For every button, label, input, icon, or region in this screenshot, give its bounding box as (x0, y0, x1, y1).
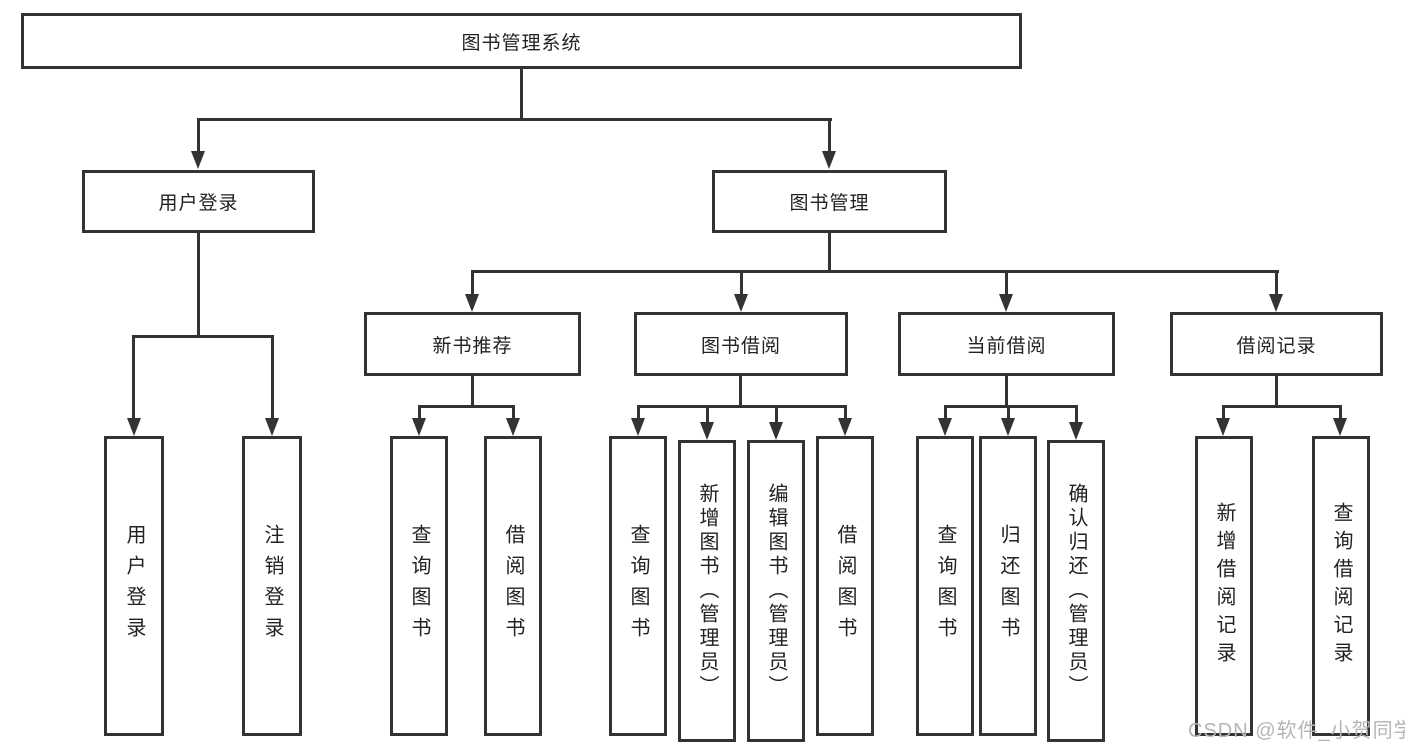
connector-line (844, 405, 847, 420)
node-borrowing-records: 借阅记录 (1170, 312, 1383, 376)
node-book-borrowing: 图书借阅 (634, 312, 848, 376)
node-book-management: 图书管理 (712, 170, 947, 233)
leaf-logout: 注销登录 (242, 436, 302, 736)
connector-line (775, 405, 778, 424)
node-label: 借阅记录 (1236, 335, 1317, 357)
connector-line (828, 233, 831, 272)
node-user-login: 用户登录 (82, 170, 315, 233)
connector-line (197, 118, 832, 121)
connector-line (944, 405, 947, 420)
leaf-label: 查询图书 (408, 524, 430, 648)
leaf-label: 查询图书 (934, 524, 956, 648)
node-label: 用户登录 (158, 193, 239, 214)
node-label: 新书推荐 (432, 335, 513, 357)
watermark: CSDN @软件_小贺同学 (1188, 720, 1405, 742)
connector-line (271, 335, 274, 420)
connector-line (520, 68, 523, 119)
arrow-down-icon (412, 418, 426, 436)
arrow-down-icon (127, 418, 141, 436)
leaf-return-books: 归还图书 (979, 436, 1037, 736)
arrow-down-icon (938, 418, 952, 436)
arrow-down-icon (1001, 418, 1015, 436)
arrow-down-icon (822, 151, 836, 169)
leaf-borrow-books-recommend: 借阅图书 (484, 436, 542, 736)
leaf-label: 编辑图书（管理员） (765, 483, 787, 699)
node-root-label: 图书管理系统 (461, 32, 582, 54)
connector-line (132, 335, 135, 420)
leaf-confirm-return-admin: 确认归还（管理员） (1047, 440, 1105, 742)
node-label: 图书管理 (789, 193, 870, 214)
connector-line (1222, 405, 1342, 408)
node-root: 图书管理系统 (21, 13, 1022, 69)
connector-line (1005, 270, 1008, 296)
leaf-label: 新增图书（管理员） (696, 483, 718, 699)
arrow-down-icon (1069, 422, 1083, 440)
node-label: 当前借阅 (966, 335, 1047, 357)
arrow-down-icon (1333, 418, 1347, 436)
arrow-down-icon (1269, 294, 1283, 312)
connector-line (828, 118, 831, 155)
leaf-label: 新增借阅记录 (1213, 502, 1235, 670)
connector-line (637, 405, 847, 408)
connector-line (1275, 270, 1278, 296)
leaf-edit-book-admin: 编辑图书（管理员） (747, 440, 805, 742)
arrow-down-icon (999, 294, 1013, 312)
connector-line (1339, 405, 1342, 420)
connector-line (1075, 405, 1078, 424)
arrow-down-icon (631, 418, 645, 436)
leaf-label: 确认归还（管理员） (1065, 483, 1087, 699)
arrow-down-icon (506, 418, 520, 436)
connector-line (1222, 405, 1225, 420)
connector-line (197, 233, 200, 337)
leaf-label: 借阅图书 (502, 524, 524, 648)
leaf-add-book-admin: 新增图书（管理员） (678, 440, 736, 742)
node-label: 图书借阅 (700, 335, 781, 357)
connector-line (512, 405, 515, 420)
connector-line (418, 405, 515, 408)
leaf-query-books-borrowing: 查询图书 (609, 436, 667, 736)
arrow-down-icon (465, 294, 479, 312)
arrow-down-icon (265, 418, 279, 436)
node-new-book-recommend: 新书推荐 (364, 312, 581, 376)
connector-line (706, 405, 709, 424)
arrow-down-icon (1216, 418, 1230, 436)
connector-line (637, 405, 640, 420)
leaf-label: 归还图书 (997, 524, 1019, 648)
leaf-borrow-books-borrowing: 借阅图书 (816, 436, 874, 736)
arrow-down-icon (734, 294, 748, 312)
leaf-label: 用户登录 (123, 524, 145, 648)
leaf-query-books-current: 查询图书 (916, 436, 974, 736)
leaf-query-borrow-record: 查询借阅记录 (1312, 436, 1370, 736)
connector-line (944, 405, 1078, 408)
connector-line (739, 376, 742, 407)
connector-line (1275, 376, 1278, 407)
connector-line (740, 270, 743, 296)
arrow-down-icon (700, 422, 714, 440)
connector-line (471, 376, 474, 407)
connector-line (1007, 405, 1010, 420)
arrow-down-icon (838, 418, 852, 436)
connector-line (197, 118, 200, 155)
leaf-label: 借阅图书 (834, 524, 856, 648)
arrow-down-icon (191, 151, 205, 169)
connector-line (471, 270, 474, 296)
connector-line (1005, 376, 1008, 407)
connector-line (471, 270, 1279, 273)
node-current-borrowing: 当前借阅 (898, 312, 1115, 376)
leaf-label: 查询图书 (627, 524, 649, 648)
leaf-label: 注销登录 (261, 524, 283, 648)
arrow-down-icon (769, 422, 783, 440)
leaf-query-books-recommend: 查询图书 (390, 436, 448, 736)
leaf-label: 查询借阅记录 (1330, 502, 1352, 670)
leaf-user-login: 用户登录 (104, 436, 164, 736)
leaf-add-borrow-record: 新增借阅记录 (1195, 436, 1253, 736)
connector-line (132, 335, 274, 338)
connector-line (418, 405, 421, 420)
